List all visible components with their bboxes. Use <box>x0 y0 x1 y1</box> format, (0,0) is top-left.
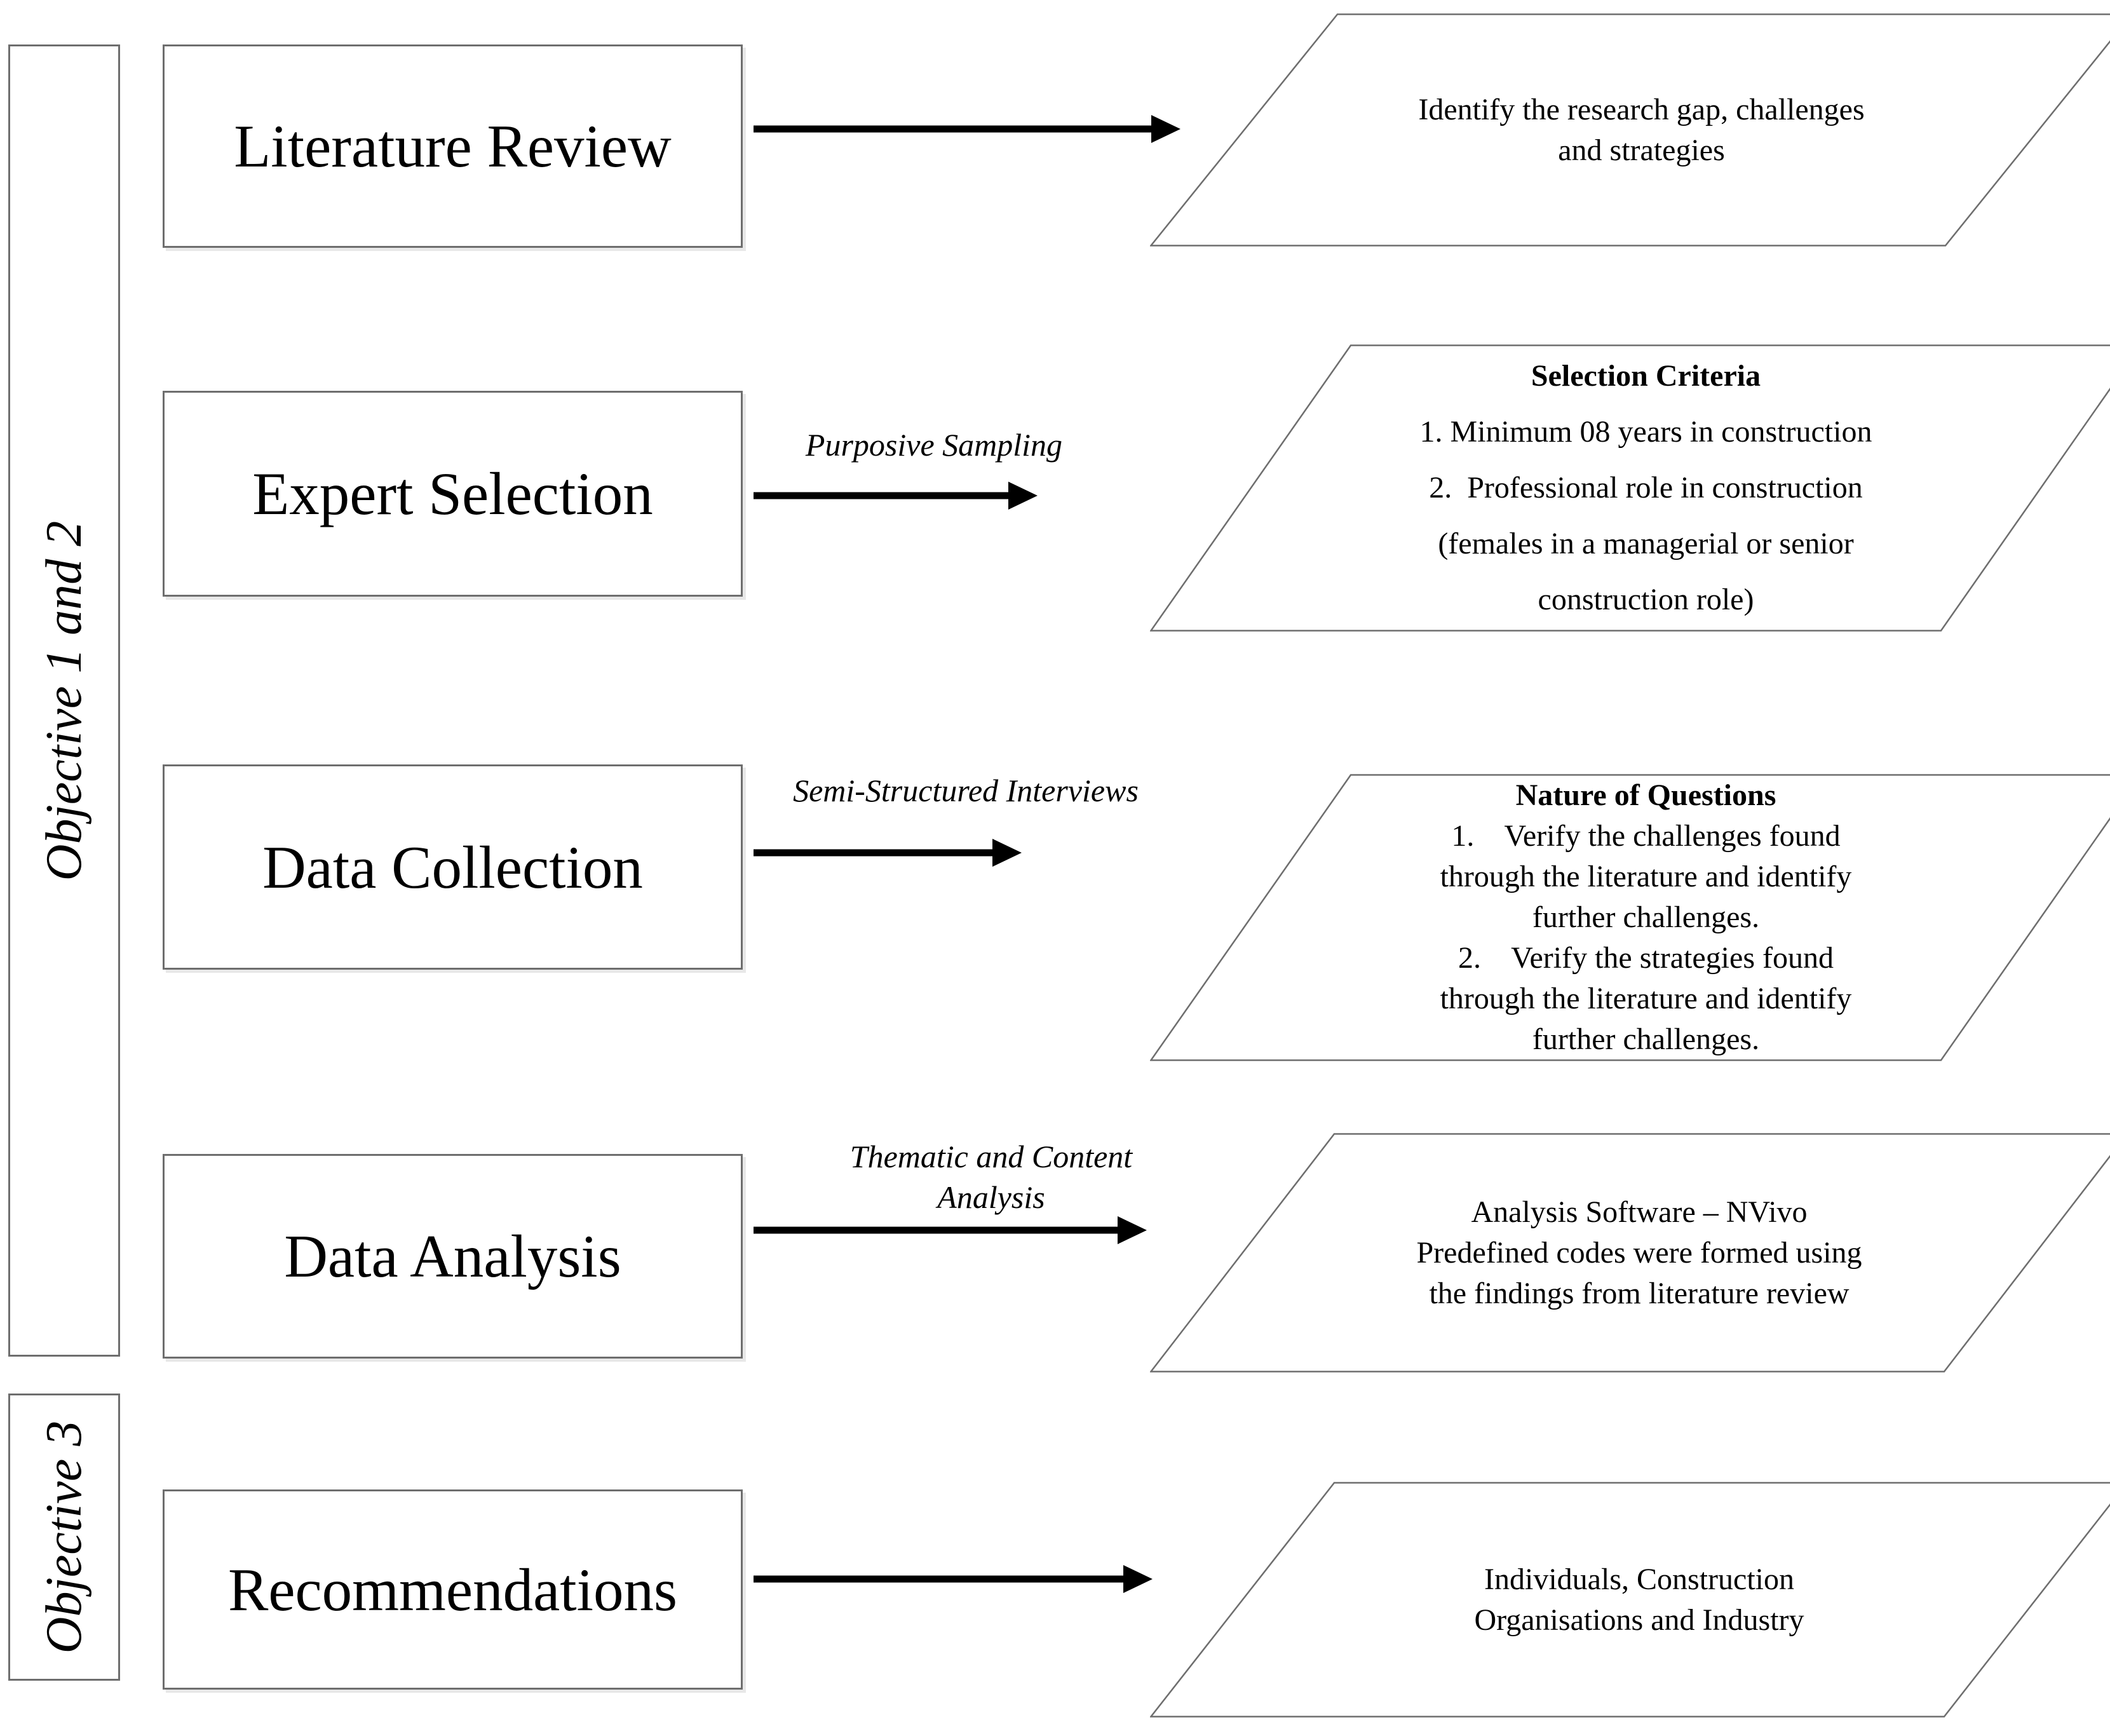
stage-box-data-collection: Data Collection <box>163 764 743 970</box>
output-line: through the literature and identify <box>1440 860 1852 893</box>
stage-label: Data Analysis <box>284 1223 621 1290</box>
output-line: Analysis Software – NVivo <box>1471 1195 1808 1229</box>
stage-box-data-analysis: Data Analysis <box>163 1154 743 1359</box>
output-line: further challenges. <box>1532 900 1760 934</box>
output-line: Predefined codes were formed using <box>1416 1235 1862 1270</box>
stage-box-literature-review: Literature Review <box>163 44 743 248</box>
output-line: further challenges. <box>1532 1022 1760 1056</box>
output-line: the findings from literature review <box>1429 1276 1850 1310</box>
output-line: and strategies <box>1558 133 1725 167</box>
output-line: 2. Verify the strategies found <box>1458 941 1834 975</box>
output-line: Individuals, Construction <box>1484 1562 1794 1596</box>
arrow-literature-review-icon <box>754 111 1180 147</box>
arrow-label-purposive-sampling: Purposive Sampling <box>805 427 1063 463</box>
output-heading: Selection Criteria <box>1531 359 1761 393</box>
arrow-label-line: Thematic and Content <box>849 1139 1133 1174</box>
output-line: 1. Verify the challenges found <box>1451 819 1841 853</box>
output-line: 2. Professional role in construction <box>1429 471 1863 505</box>
arrow-label-semi-structured-interviews: Semi-Structured Interviews <box>793 773 1139 808</box>
arrow-expert-selection-icon <box>754 478 1038 513</box>
stage-box-expert-selection: Expert Selection <box>163 391 743 597</box>
stage-label: Expert Selection <box>252 460 653 527</box>
arrow-label-thematic-content-analysis: Thematic and Content Analysis <box>781 1136 1201 1217</box>
arrow-recommendations-icon <box>754 1561 1153 1597</box>
output-text: Analysis Software – NVivo Predefined cod… <box>1150 1133 2110 1373</box>
output-text: Individuals, Construction Organisations … <box>1150 1482 2110 1718</box>
objective-3-label: Objective 3 <box>36 1420 93 1654</box>
output-parallelogram-selection-criteria: Selection Criteria 1. Minimum 08 years i… <box>1150 344 2110 632</box>
stage-label: Data Collection <box>262 833 643 901</box>
output-parallelogram-literature-review: Identify the research gap, challenges an… <box>1150 13 2110 247</box>
arrow-data-analysis-icon <box>754 1212 1147 1248</box>
output-text: Selection Criteria 1. Minimum 08 years i… <box>1150 344 2110 632</box>
output-line: construction role) <box>1538 583 1754 616</box>
objective-1-2-label: Objective 1 and 2 <box>36 520 93 881</box>
output-line: Identify the research gap, challenges <box>1418 92 1865 126</box>
objective-1-2-bar: Objective 1 and 2 <box>8 44 120 1357</box>
arrow-label-line: Analysis <box>937 1179 1045 1215</box>
output-heading: Nature of Questions <box>1515 778 1776 812</box>
output-line: 1. Minimum 08 years in construction <box>1419 415 1872 449</box>
stage-label: Literature Review <box>234 112 672 180</box>
arrow-data-collection-icon <box>754 835 1022 871</box>
output-text: Identify the research gap, challenges an… <box>1150 13 2110 247</box>
output-parallelogram-analysis-software: Analysis Software – NVivo Predefined cod… <box>1150 1133 2110 1373</box>
output-line: Organisations and Industry <box>1474 1603 1804 1637</box>
output-text: Nature of Questions 1. Verify the challe… <box>1150 774 2110 1061</box>
stage-box-recommendations: Recommendations <box>163 1489 743 1690</box>
output-line: through the literature and identify <box>1440 982 1852 1015</box>
output-parallelogram-nature-of-questions: Nature of Questions 1. Verify the challe… <box>1150 774 2110 1061</box>
output-line: (females in a managerial or senior <box>1438 527 1854 560</box>
stage-label: Recommendations <box>227 1556 678 1624</box>
objective-3-bar: Objective 3 <box>8 1394 120 1681</box>
output-parallelogram-recommendations-targets: Individuals, Construction Organisations … <box>1150 1482 2110 1718</box>
